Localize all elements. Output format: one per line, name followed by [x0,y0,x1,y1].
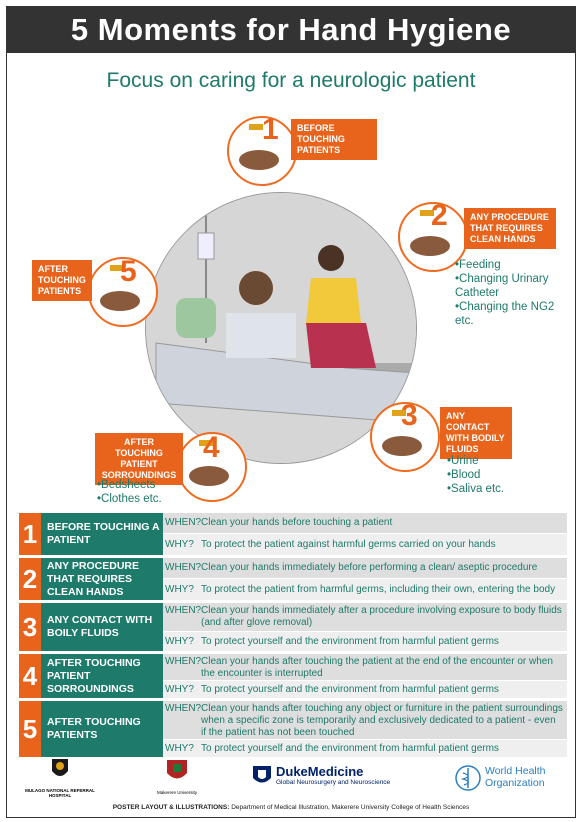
why-text: To protect the patient from harmful germ… [201,584,556,595]
makerere-logo: Makerere University [147,757,207,795]
row-why: WHY? To protect the patient against harmf… [163,534,567,555]
bed-scene-icon [146,193,416,463]
when-text: Clean your hands after touching the pati… [201,656,553,679]
moment-4-label: AFTER TOUCHING PATIENT SORROUNDINGS [95,433,183,485]
row-number: 3 [19,603,41,651]
table-row: 5 AFTER TOUCHING PATIENTS WHEN?Clean you… [19,701,567,757]
when-text: Clean your hands immediately before perf… [201,562,538,573]
why-label: WHY? [165,636,194,647]
why-label: WHY? [165,584,194,595]
poster: 5 Moments for Hand Hygiene Focus on cari… [6,6,576,818]
table-row: 1 BEFORE TOUCHING A PATIENT WHEN?Clean y… [19,513,567,555]
row-when: WHEN?Clean your hands before touching a … [163,513,567,533]
moment-2-number: 2 [431,199,448,232]
moment-1-hand-icon [227,116,297,186]
why-text: To protect yourself and the environment … [201,684,499,695]
row-when: WHEN?Clean your hands immediately after … [163,603,567,631]
moment-5-hand-icon [88,257,158,327]
why-label: WHY? [165,743,194,754]
duke-brand-text: DukeMedicine [276,764,364,779]
moment-5-label: AFTER TOUCHING PATIENTS [32,260,92,301]
row-why: WHY? To protect the patient from harmful … [163,579,567,600]
coat-of-arms-icon [52,759,68,776]
row-title: ANY CONTACT WITH BOILY FLUIDS [41,603,163,651]
when-text: Clean your hands before touching a patie… [201,517,393,528]
when-label: WHEN? [165,517,202,528]
example-item: •Changing Urinary Catheter [455,273,549,299]
example-item: •Changing the NG2 etc. [455,301,555,327]
row-why: WHY? To protect yourself and the environm… [163,681,567,698]
why-text: To protect yourself and the environment … [201,636,499,647]
row-when: WHEN?Clean your hands immediately before… [163,558,567,578]
moment-3-examples: •Urine •Blood •Saliva etc. [447,454,547,496]
moment-1-label: BEFORE TOUCHING PATIENTS [291,119,377,160]
row-when: WHEN?Clean your hands after touching any… [163,701,567,739]
duke-sub-text: Global Neurosurgery and Neuroscience [276,779,391,786]
table-row: 4 AFTER TOUCHING PATIENT SORROUNDINGS WH… [19,654,567,698]
moment-4-hand-icon [177,432,247,502]
when-label: WHEN? [165,656,202,667]
moment-3-label: ANY CONTACT WITH BODILY FLUIDS [440,407,512,459]
row-title: BEFORE TOUCHING A PATIENT [41,513,163,555]
row-number: 5 [19,701,41,757]
example-item: •Blood [447,469,481,481]
why-label: WHY? [165,684,194,695]
credits-text: Department of Medical Illustration, Make… [231,804,470,811]
poster-credits: POSTER LAYOUT & ILLUSTRATIONS: Departmen… [7,804,575,816]
poster-title: 5 Moments for Hand Hygiene [7,7,575,53]
who-text-line2: Organization [485,777,545,789]
when-label: WHEN? [165,703,202,714]
moment-3-number: 3 [401,399,418,432]
example-item: •Saliva etc. [447,483,505,495]
table-row: 2 ANY PROCEDURE THAT REQUIRES CLEAN HAND… [19,558,567,600]
when-label: WHEN? [165,605,202,616]
moment-5-number: 5 [120,255,137,288]
mulago-logo: MULAGO NATIONAL REFERRAL HOSPITAL [15,757,105,798]
row-when: WHEN?Clean your hands after touching the… [163,654,567,680]
moment-4-number: 4 [203,431,220,464]
example-item: •Urine [447,455,479,467]
university-crest-icon [167,760,187,779]
moment-2-label: ANY PROCEDURE THAT REQUIRES CLEAN HANDS [464,208,556,249]
example-item: •Clothes etc. [97,493,162,505]
duke-shield-icon [253,766,271,783]
when-text: Clean your hands after touching any obje… [201,703,563,738]
when-text: Clean your hands immediately after a pro… [201,605,562,628]
why-text: To protect yourself and the environment … [201,743,499,754]
row-number: 4 [19,654,41,698]
who-emblem-icon [455,765,481,791]
partner-logos: MULAGO NATIONAL REFERRAL HOSPITAL Makere… [7,757,575,799]
moment-4-examples: •Bedsheets •Clothes etc. [97,478,197,506]
mulago-logo-text: MULAGO NATIONAL REFERRAL HOSPITAL [25,788,95,798]
why-text: To protect the patient against harmful g… [201,539,496,550]
moment-2-examples: •Feeding •Changing Urinary Catheter •Cha… [455,258,565,328]
moment-1-number: 1 [262,113,279,146]
credits-label: POSTER LAYOUT & ILLUSTRATIONS: [112,804,230,811]
row-number: 1 [19,513,41,555]
example-item: •Bedsheets [97,479,156,491]
poster-subtitle: Focus on caring for a neurologic patient [106,69,476,92]
makerere-logo-text: Makerere University [156,790,197,795]
row-why: WHY? To protect yourself and the environm… [163,740,567,757]
example-item: •Feeding [455,259,501,271]
who-text-line1: World Health [485,765,546,777]
when-label: WHEN? [165,562,202,573]
row-title: AFTER TOUCHING PATIENT SORROUNDINGS [41,654,163,698]
row-title: AFTER TOUCHING PATIENTS [41,701,163,757]
row-number: 2 [19,558,41,600]
patient-care-illustration [145,192,417,464]
why-label: WHY? [165,539,194,550]
table-row: 3 ANY CONTACT WITH BOILY FLUIDS WHEN?Cle… [19,603,567,651]
moment-3-hand-icon [370,402,440,472]
row-why: WHY? To protect yourself and the environm… [163,632,567,651]
row-title: ANY PROCEDURE THAT REQUIRES CLEAN HANDS [41,558,163,600]
